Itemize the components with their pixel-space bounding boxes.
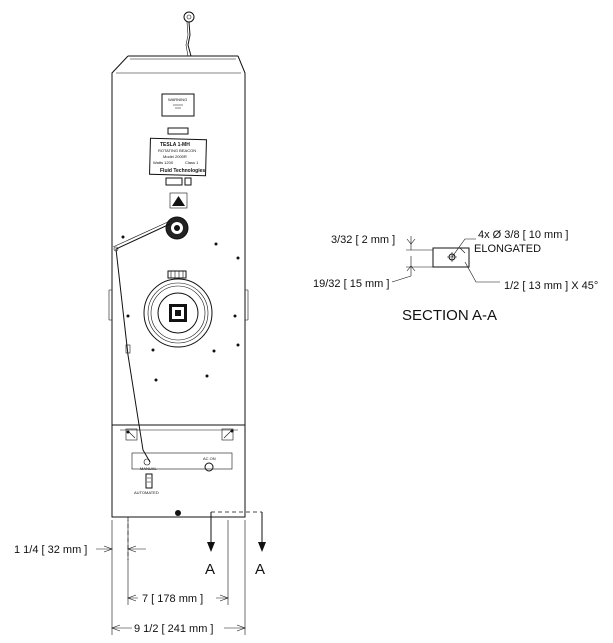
plate-line-2: ROTATING BEACON — [158, 148, 196, 153]
data-plate — [149, 137, 207, 177]
control-panel: MANUAL AUTOMATED AC ON — [112, 424, 245, 495]
model-badge — [167, 127, 189, 135]
warning-label-text: WARNING — [168, 97, 187, 102]
control-manual-label: MANUAL — [140, 466, 157, 471]
screw-dots — [121, 235, 240, 516]
bottom-dimensions: 1 1/4 [ 32 mm ] 7 [ 178 mm ] 9 1/2 [ 241… — [14, 520, 246, 635]
dim-chamfer: 1/2 [ 13 mm ] X 45° — [504, 280, 598, 292]
ac-indicator-light — [204, 462, 214, 472]
caution-triangle-icon — [172, 196, 185, 206]
plate-brand: Fluid Technologies — [160, 168, 205, 174]
handle-rod — [115, 223, 171, 463]
dim-elongated: ELONGATED — [474, 243, 541, 255]
dim-3-32: 3/32 [ 2 mm ] — [331, 234, 395, 246]
section-title: SECTION A-A — [402, 307, 497, 324]
section-arrow-label-left: A — [205, 561, 215, 578]
section-cut-arrows: A A — [205, 511, 266, 578]
dim-19-32: 19/32 [ 15 mm ] — [313, 278, 389, 290]
antenna-knob — [183, 11, 195, 23]
dim-9-1-2: 9 1/2 [ 241 mm ] — [134, 623, 213, 635]
unit-front-view: WARNING TESLA 1-MH ROTATING BEACON Model… — [108, 11, 249, 560]
dim-holes: 4x Ø 3/8 [ 10 mm ] — [478, 229, 568, 241]
plate-line-3: Model 2000R — [163, 154, 187, 159]
section-arrow-label-right: A — [255, 561, 265, 578]
control-ac-on-label: AC ON — [203, 456, 216, 461]
warning-label — [161, 93, 195, 117]
dim-1-1-4: 1 1/4 [ 32 mm ] — [14, 544, 87, 556]
fan-assembly — [143, 270, 213, 348]
plate-line-1: TESLA 1-MH — [160, 142, 190, 148]
section-a-a-detail: 3/32 [ 2 mm ] 19/32 [ 15 mm ] 4x Ø 3/8 [… — [313, 229, 598, 324]
plate-line-4: Watts 1200 — [153, 160, 174, 165]
mode-switch[interactable] — [145, 473, 153, 489]
control-automated-label: AUTOMATED — [134, 490, 159, 495]
section-bracket — [432, 247, 470, 268]
plate-line-5: Class 1 — [185, 160, 199, 165]
caution-sticker — [169, 192, 188, 209]
dim-7: 7 [ 178 mm ] — [142, 593, 203, 605]
